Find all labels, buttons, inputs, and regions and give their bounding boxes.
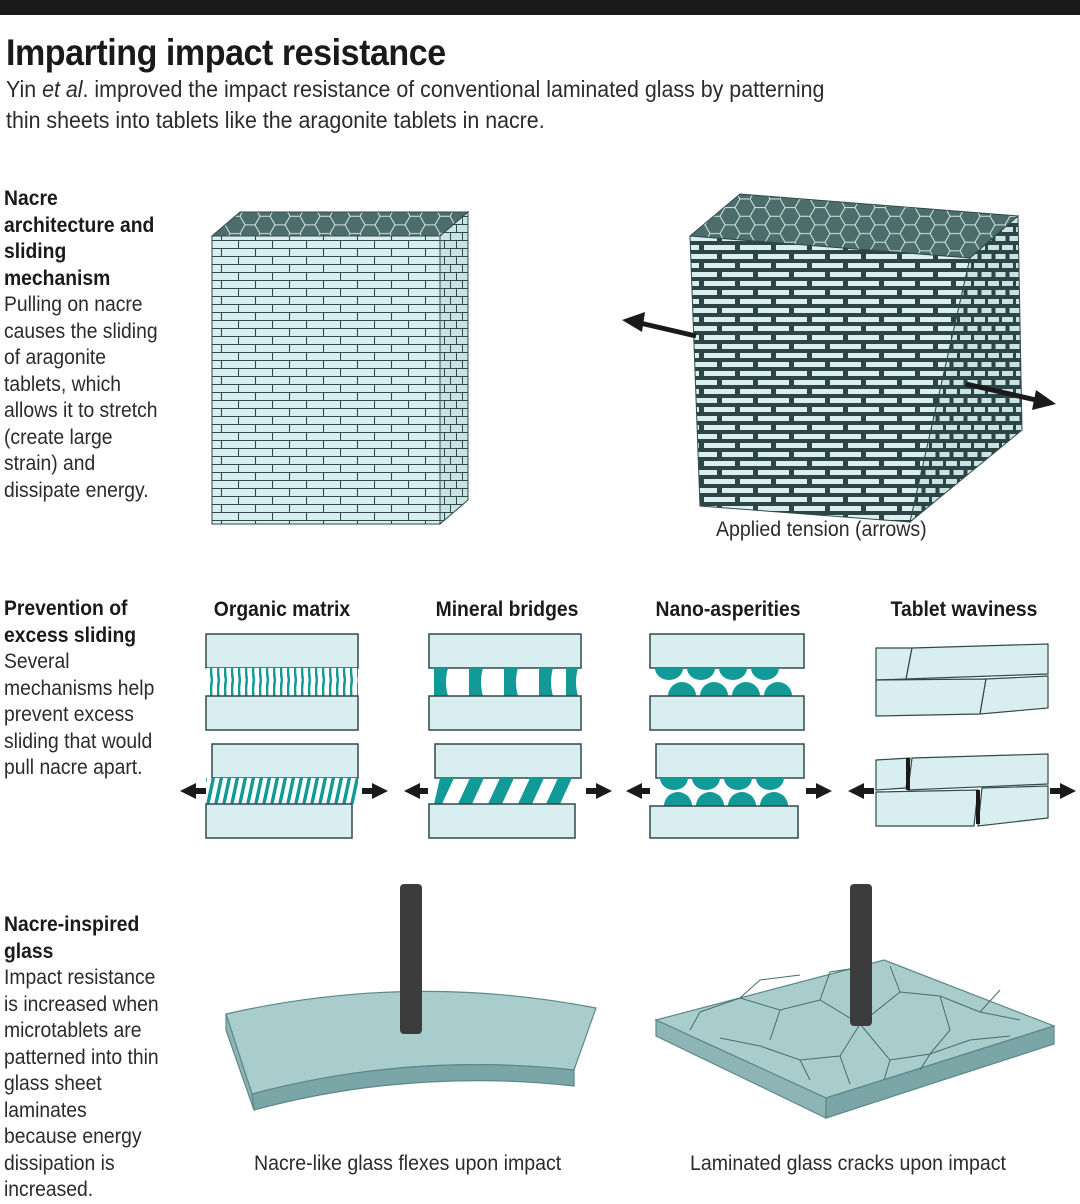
nacre-cube-relaxed [210, 210, 470, 526]
tension-caption: Applied tension (arrows) [716, 518, 927, 541]
mechanism-title-tablet-waviness: Tablet waviness [890, 598, 1038, 621]
mechanism-title-organic-matrix: Organic matrix [213, 598, 351, 621]
section-body: Impact resistance is increased when micr… [4, 966, 159, 1201]
section-nacre-architecture: Nacre architecture and sliding mechanism… [4, 186, 165, 504]
section-heading: Prevention of excess sliding [4, 597, 137, 647]
glass-flexing [225, 884, 597, 1111]
section-nacre-glass: Nacre-inspired glass Impact resistance i… [4, 912, 165, 1204]
page-title: Imparting impact resistance [6, 32, 446, 73]
section-prevention-sliding: Prevention of excess sliding Several mec… [4, 596, 165, 782]
glass-caption-left: Nacre-like glass flexes upon impact [254, 1152, 562, 1175]
mechanism-title-mineral-bridges: Mineral bridges [435, 598, 579, 621]
mechanism-tablet-waviness [848, 643, 1076, 827]
section-body: Several mechanisms help prevent excess s… [4, 650, 155, 779]
subtitle-et-al: et al [42, 76, 83, 102]
mechanism-nano-asperities [626, 633, 832, 839]
subtitle: Yin et al. improved the impact resistanc… [6, 74, 843, 136]
mechanism-title-nano-asperities: Nano-asperities [655, 598, 801, 621]
mechanism-mineral-bridges [404, 633, 612, 839]
impact-rod [400, 884, 422, 1034]
subtitle-author: Yin [6, 76, 43, 102]
glass-cracking [654, 884, 1056, 1119]
tension-arrow-right [965, 381, 1056, 410]
top-rule [0, 0, 1080, 15]
subtitle-text: . improved the impact resistance of conv… [6, 76, 825, 133]
glass-caption-right: Laminated glass cracks upon impact [690, 1152, 1006, 1175]
mechanism-organic-matrix [180, 633, 388, 839]
nacre-cube-tension [688, 193, 1023, 524]
section-body: Pulling on nacre causes the sliding of a… [4, 293, 158, 502]
impact-rod [850, 884, 872, 1026]
section-heading: Nacre-inspired glass [4, 913, 140, 963]
tension-arrow-left [622, 312, 697, 339]
section-heading: Nacre architecture and sliding mechanism [4, 187, 155, 290]
